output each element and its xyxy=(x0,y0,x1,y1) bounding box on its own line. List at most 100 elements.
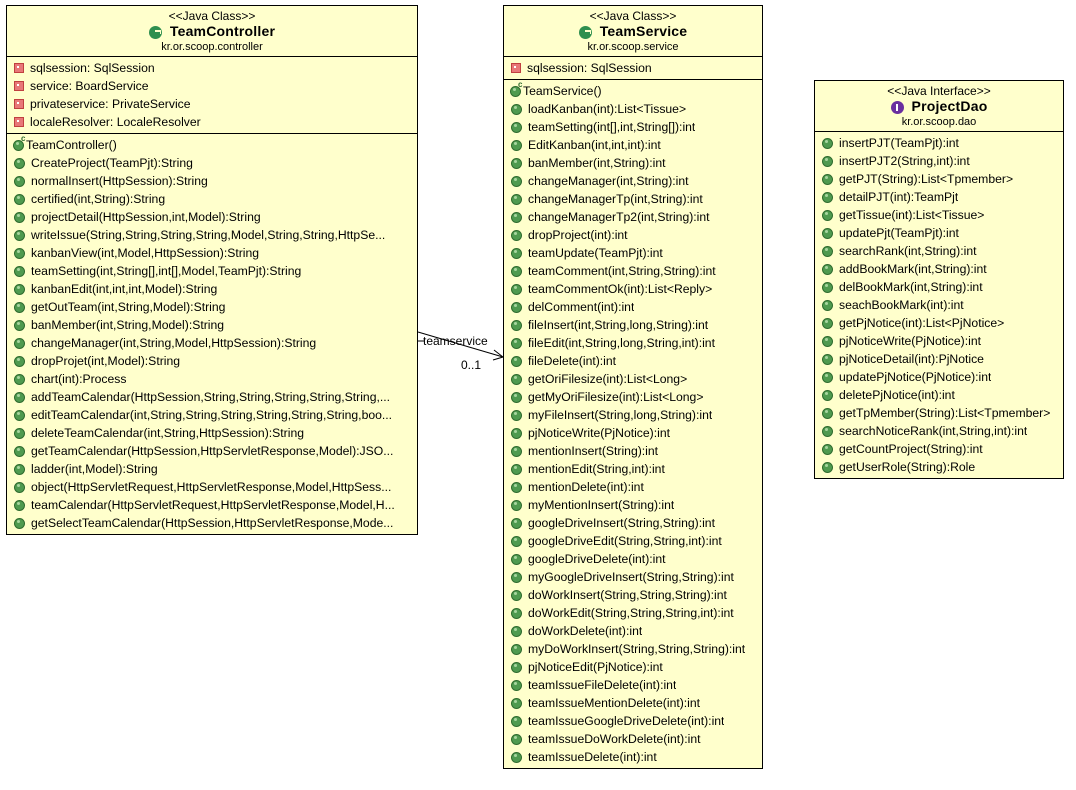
method-row[interactable]: myDoWorkInsert(String,String,String):int xyxy=(504,640,762,658)
method-row[interactable]: getMyOriFilesize(int):List<Long> xyxy=(504,388,762,406)
method-row[interactable]: teamIssueMentionDelete(int):int xyxy=(504,694,762,712)
method-row[interactable]: insertPJT2(String,int):int xyxy=(815,152,1063,170)
public-method-icon xyxy=(511,409,522,421)
method-row[interactable]: teamIssueDoWorkDelete(int):int xyxy=(504,730,762,748)
method-row[interactable]: addTeamCalendar(HttpSession,String,Strin… xyxy=(7,388,417,406)
method-row[interactable]: mentionEdit(String,int):int xyxy=(504,460,762,478)
method-row[interactable]: mentionDelete(int):int xyxy=(504,478,762,496)
method-row[interactable]: myGoogleDriveInsert(String,String):int xyxy=(504,568,762,586)
method-row[interactable]: fileInsert(int,String,long,String):int xyxy=(504,316,762,334)
method-row[interactable]: fileDelete(int):int xyxy=(504,352,762,370)
method-row[interactable]: changeManagerTp(int,String):int xyxy=(504,190,762,208)
method-row[interactable]: changeManagerTp2(int,String):int xyxy=(504,208,762,226)
method-label: searchNoticeRank(int,String,int):int xyxy=(839,424,1028,439)
method-row[interactable]: loadKanban(int):List<Tissue> xyxy=(504,100,762,118)
method-row[interactable]: projectDetail(HttpSession,int,Model):Str… xyxy=(7,208,417,226)
attribute-row[interactable]: service: BoardService xyxy=(7,77,417,95)
attribute-row[interactable]: privateservice: PrivateService xyxy=(7,95,417,113)
method-row[interactable]: kanbanEdit(int,int,int,Model):String xyxy=(7,280,417,298)
uml-class-team-controller[interactable]: <<Java Class>> TeamController kr.or.scoo… xyxy=(6,5,418,536)
method-row[interactable]: chart(int):Process xyxy=(7,370,417,388)
method-row[interactable]: getTeamCalendar(HttpSession,HttpServletR… xyxy=(7,442,417,460)
method-label: teamIssueFileDelete(int):int xyxy=(528,678,677,693)
method-label: projectDetail(HttpSession,int,Model):Str… xyxy=(31,210,261,225)
method-row[interactable]: object(HttpServletRequest,HttpServletRes… xyxy=(7,478,417,496)
method-row[interactable]: teamUpdate(TeamPjt):int xyxy=(504,244,762,262)
method-row[interactable]: mentionInsert(String):int xyxy=(504,442,762,460)
method-row[interactable]: changeManager(int,String):int xyxy=(504,172,762,190)
public-method-icon xyxy=(822,281,833,293)
method-row[interactable]: seachBookMark(int):int xyxy=(815,296,1063,314)
method-row[interactable]: delComment(int):int xyxy=(504,298,762,316)
method-row[interactable]: addBookMark(int,String):int xyxy=(815,260,1063,278)
method-row[interactable]: fileEdit(int,String,long,String,int):int xyxy=(504,334,762,352)
method-row[interactable]: ladder(int,Model):String xyxy=(7,460,417,478)
method-row[interactable]: dropProjet(int,Model):String xyxy=(7,352,417,370)
method-row[interactable]: doWorkEdit(String,String,String,int):int xyxy=(504,604,762,622)
method-row[interactable]: CreateProject(TeamPjt):String xyxy=(7,154,417,172)
method-row[interactable]: teamIssueGoogleDriveDelete(int):int xyxy=(504,712,762,730)
method-row[interactable]: myFileInsert(String,long,String):int xyxy=(504,406,762,424)
method-row[interactable]: editTeamCalendar(int,String,String,Strin… xyxy=(7,406,417,424)
method-row[interactable]: delBookMark(int,String):int xyxy=(815,278,1063,296)
method-row[interactable]: deleteTeamCalendar(int,String,HttpSessio… xyxy=(7,424,417,442)
method-row[interactable]: doWorkDelete(int):int xyxy=(504,622,762,640)
method-row[interactable]: pjNoticeEdit(PjNotice):int xyxy=(504,658,762,676)
method-row[interactable]: dropProject(int):int xyxy=(504,226,762,244)
method-row[interactable]: getTissue(int):List<Tissue> xyxy=(815,206,1063,224)
uml-interface-project-dao[interactable]: <<Java Interface>> ProjectDao kr.or.scoo… xyxy=(814,80,1064,480)
method-row[interactable]: searchNoticeRank(int,String,int):int xyxy=(815,422,1063,440)
public-method-icon xyxy=(511,499,522,511)
method-row[interactable]: normalInsert(HttpSession):String xyxy=(7,172,417,190)
method-label: getSelectTeamCalendar(HttpSession,HttpSe… xyxy=(31,516,394,531)
method-row[interactable]: detailPJT(int):TeamPjt xyxy=(815,188,1063,206)
method-row[interactable]: getOutTeam(int,String,Model):String xyxy=(7,298,417,316)
method-row[interactable]: teamCalendar(HttpServletRequest,HttpServ… xyxy=(7,496,417,514)
method-row[interactable]: doWorkInsert(String,String,String):int xyxy=(504,586,762,604)
attribute-row[interactable]: localeResolver: LocaleResolver xyxy=(7,113,417,131)
method-row[interactable]: banMember(int,String):int xyxy=(504,154,762,172)
method-row[interactable]: getPjNotice(int):List<PjNotice> xyxy=(815,314,1063,332)
method-row[interactable]: myMentionInsert(String):int xyxy=(504,496,762,514)
method-row[interactable]: writeIssue(String,String,String,String,M… xyxy=(7,226,417,244)
method-row[interactable]: googleDriveInsert(String,String):int xyxy=(504,514,762,532)
method-row[interactable]: teamComment(int,String,String):int xyxy=(504,262,762,280)
attribute-row[interactable]: sqlsession: SqlSession xyxy=(7,59,417,77)
method-row[interactable]: changeManager(int,String,Model,HttpSessi… xyxy=(7,334,417,352)
method-row[interactable]: getSelectTeamCalendar(HttpSession,HttpSe… xyxy=(7,514,417,532)
public-method-icon xyxy=(511,751,522,763)
method-row[interactable]: googleDriveDelete(int):int xyxy=(504,550,762,568)
method-row[interactable]: getTpMember(String):List<Tpmember> xyxy=(815,404,1063,422)
method-row[interactable]: searchRank(int,String):int xyxy=(815,242,1063,260)
method-row[interactable]: c TeamController() xyxy=(7,136,417,154)
method-row[interactable]: getOriFilesize(int):List<Long> xyxy=(504,370,762,388)
method-row[interactable]: deletePjNotice(int):int xyxy=(815,386,1063,404)
method-row[interactable]: updatePjt(TeamPjt):int xyxy=(815,224,1063,242)
method-row[interactable]: certified(int,String):String xyxy=(7,190,417,208)
method-row[interactable]: kanbanView(int,Model,HttpSession):String xyxy=(7,244,417,262)
method-label: getMyOriFilesize(int):List<Long> xyxy=(528,390,704,405)
attribute-row[interactable]: sqlsession: SqlSession xyxy=(504,59,762,77)
public-method-icon xyxy=(14,409,25,421)
method-row[interactable]: teamSetting(int,String[],int[],Model,Tea… xyxy=(7,262,417,280)
method-row[interactable]: getCountProject(String):int xyxy=(815,440,1063,458)
method-row[interactable]: pjNoticeWrite(PjNotice):int xyxy=(815,332,1063,350)
public-method-icon xyxy=(511,571,522,583)
method-row[interactable]: getPJT(String):List<Tpmember> xyxy=(815,170,1063,188)
method-row[interactable]: teamCommentOk(int):List<Reply> xyxy=(504,280,762,298)
method-row[interactable]: teamIssueFileDelete(int):int xyxy=(504,676,762,694)
method-row[interactable]: googleDriveEdit(String,String,int):int xyxy=(504,532,762,550)
method-row[interactable]: banMember(int,String,Model):String xyxy=(7,316,417,334)
method-row[interactable]: updatePjNotice(PjNotice):int xyxy=(815,368,1063,386)
private-visibility-icon xyxy=(14,63,24,74)
method-row[interactable]: pjNoticeDetail(int):PjNotice xyxy=(815,350,1063,368)
method-row[interactable]: teamIssueDelete(int):int xyxy=(504,748,762,766)
method-label: updatePjNotice(PjNotice):int xyxy=(839,370,992,385)
method-row[interactable]: getUserRole(String):Role xyxy=(815,458,1063,476)
uml-class-team-service[interactable]: <<Java Class>> TeamService kr.or.scoop.s… xyxy=(503,5,763,770)
method-row[interactable]: EditKanban(int,int,int):int xyxy=(504,136,762,154)
method-row[interactable]: teamSetting(int[],int,String[]):int xyxy=(504,118,762,136)
method-row[interactable]: c TeamService() xyxy=(504,82,762,100)
method-row[interactable]: insertPJT(TeamPjt):int xyxy=(815,134,1063,152)
method-row[interactable]: pjNoticeWrite(PjNotice):int xyxy=(504,424,762,442)
